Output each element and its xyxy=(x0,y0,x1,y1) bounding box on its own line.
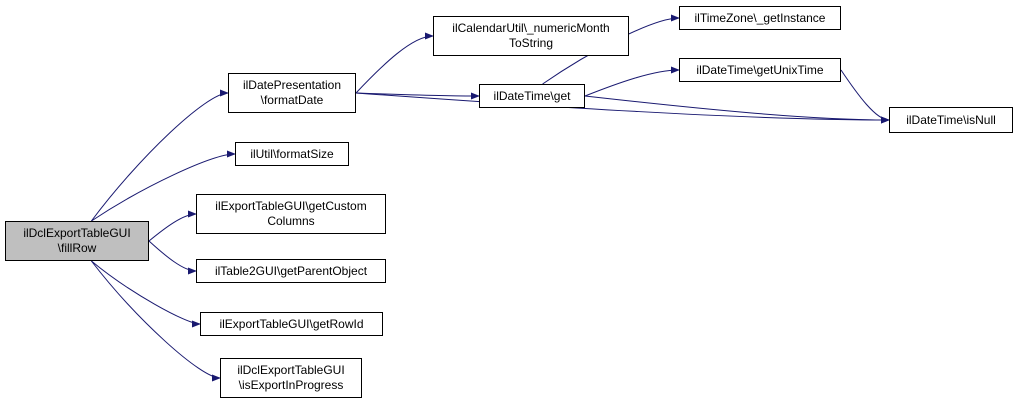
node-formatsize[interactable]: ilUtil\formatSize xyxy=(235,142,349,166)
node-numericmonthtostring[interactable]: ilCalendarUtil\_numericMonth ToString xyxy=(433,16,629,56)
edge-fillRow-to-isExportInProg xyxy=(91,260,221,382)
edge-dtGet-to-dtGetUnixTime xyxy=(584,66,680,97)
edge-formatDate-to-dtIsNull xyxy=(355,92,890,124)
node-label-line: Columns xyxy=(267,214,315,228)
node-label-line: ilDclExportTableGUI xyxy=(237,363,345,377)
node-isexportinprogress[interactable]: ilDclExportTableGUI \isExportInProgress xyxy=(220,358,362,398)
node-label-line: ilDatePresentation xyxy=(242,78,342,92)
node-label-line: ilTable2GUI\getParentObject xyxy=(214,263,368,278)
node-datetime-getunixtime[interactable]: ilDateTime\getUnixTime xyxy=(679,58,841,82)
node-label-line: ilDateTime\getUnixTime xyxy=(696,62,824,77)
edge-fillRow-to-getCustomCols xyxy=(148,210,197,242)
node-label-line: ilDateTime\get xyxy=(493,88,571,103)
node-datetime-get[interactable]: ilDateTime\get xyxy=(479,84,585,108)
node-timezone-getinstance[interactable]: ilTimeZone\_getInstance xyxy=(679,6,841,30)
node-label-line: ilDateTime\isNull xyxy=(906,112,996,127)
node-fillrow: ilDclExportTableGUI \fillRow xyxy=(5,221,149,261)
node-datetime-isnull[interactable]: ilDateTime\isNull xyxy=(889,107,1013,133)
node-label-line: ilExportTableGUI\getRowId xyxy=(219,316,364,331)
edge-fillRow-to-getParentObj xyxy=(148,240,197,275)
node-formatdate[interactable]: ilDatePresentation \formatDate xyxy=(228,73,356,113)
node-label-line: ToString xyxy=(508,36,554,50)
node-label-line: \isExportInProgress xyxy=(238,378,344,392)
node-label-line: ilDclExportTableGUI xyxy=(23,226,131,240)
node-getparentobject[interactable]: ilTable2GUI\getParentObject xyxy=(196,259,386,283)
edge-dtGetUnixTime-to-dtIsNull xyxy=(840,69,890,124)
node-getcustomcolumns[interactable]: ilExportTableGUI\getCustom Columns xyxy=(196,194,386,234)
node-label-line: \formatDate xyxy=(260,93,324,107)
edge-fillRow-to-formatSize xyxy=(91,150,236,222)
edge-fillRow-to-formatDate xyxy=(90,89,229,222)
edge-dtGet-to-dtIsNull xyxy=(584,95,890,124)
node-label-line: ilTimeZone\_getInstance xyxy=(694,10,826,25)
edge-fillRow-to-getRowId xyxy=(91,260,201,328)
edge-formatDate-to-numericMonth xyxy=(355,32,434,94)
node-label-line: \fillRow xyxy=(57,241,97,255)
node-label-line: ilUtil\formatSize xyxy=(250,146,334,161)
node-getrowid[interactable]: ilExportTableGUI\getRowId xyxy=(200,312,383,336)
node-label-line: ilCalendarUtil\_numericMonth xyxy=(452,21,610,35)
node-label-line: ilExportTableGUI\getCustom xyxy=(215,199,367,213)
edge-formatDate-to-dtGet xyxy=(355,92,480,100)
